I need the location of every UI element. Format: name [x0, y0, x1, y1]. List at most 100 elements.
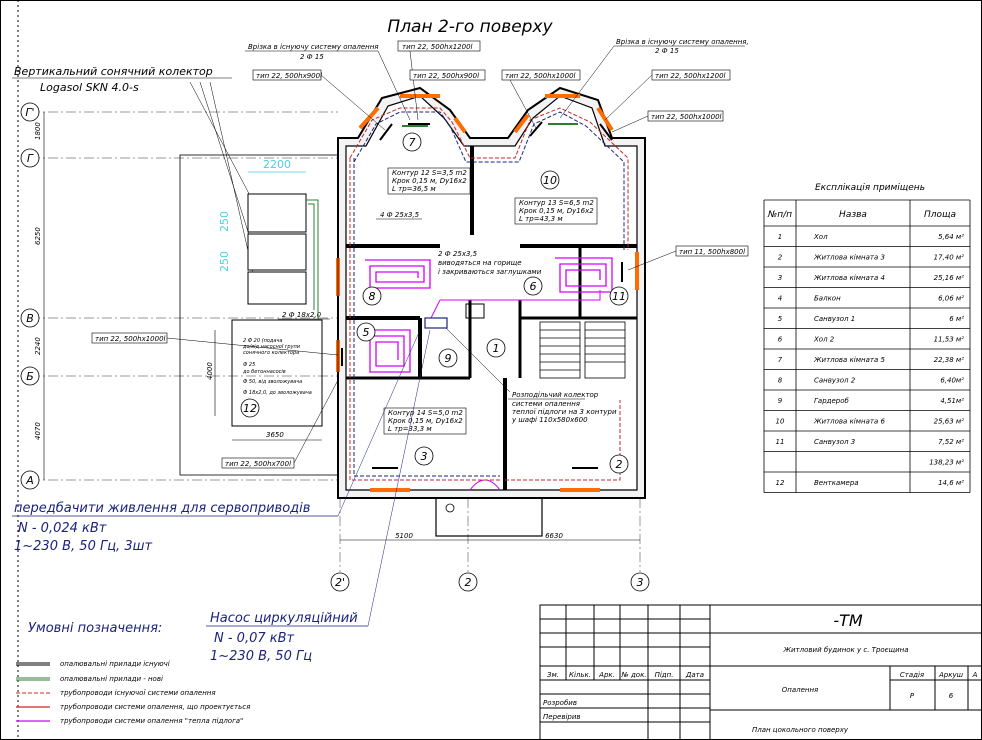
room-markers: 7 10 8 6 11 5 9 1 12 3 2 [240, 132, 629, 474]
explication-cell: 11,53 м² [934, 336, 965, 344]
svg-text:Ф 18x2,0, до зволожувача: Ф 18x2,0, до зволожувача [243, 390, 312, 396]
svg-text:8: 8 [369, 290, 376, 303]
svg-text:Р: Р [910, 692, 915, 700]
svg-text:Кільк.: Кільк. [569, 671, 591, 679]
svg-text:Контур 14 S=5,0 m2: Контур 14 S=5,0 m2 [388, 409, 463, 417]
explication-cell: 3 [778, 274, 782, 282]
svg-text:Дата: Дата [685, 671, 704, 679]
explication-cell: Житлова кімната 6 [813, 418, 885, 426]
explication-cell: Хол [813, 233, 828, 241]
svg-text:трубопроводи існуючої системи: трубопроводи існуючої системи опалення [60, 689, 216, 697]
svg-text:4000: 4000 [206, 362, 214, 380]
svg-text:тип 22, 500hx900l: тип 22, 500hx900l [413, 72, 479, 80]
svg-text:2 Ф 15: 2 Ф 15 [300, 53, 324, 61]
svg-text:трубопроводи системи опалення,: трубопроводи системи опалення, що проект… [60, 703, 250, 711]
svg-text:тип 22, 500hx1000l: тип 22, 500hx1000l [505, 72, 576, 80]
svg-text:3: 3 [421, 450, 428, 463]
svg-text:Аркуш: Аркуш [938, 671, 964, 679]
svg-text:Крок 0,15 м, Dy16x2: Крок 0,15 м, Dy16x2 [388, 417, 463, 425]
explication-cell: 138,23 м² [929, 459, 964, 467]
svg-text:теплої підлоги на 3 контури: теплої підлоги на 3 контури [512, 408, 617, 416]
svg-text:L тр=43,3 м: L тр=43,3 м [519, 215, 563, 223]
underfloor-coils [365, 257, 613, 373]
svg-text:тип 22, 500hx1200l: тип 22, 500hx1200l [655, 72, 726, 80]
explication-cell: Санвузол 1 [814, 315, 855, 323]
svg-text:2: 2 [465, 576, 472, 589]
explication-cell: 6,06 м² [938, 295, 964, 303]
explication-cell: 1 [778, 233, 782, 241]
drawing-title: План 2-го поверху [387, 17, 553, 37]
svg-text:5: 5 [363, 326, 370, 339]
explication-cell: Хол 2 [813, 336, 835, 344]
svg-text:2 Ф 15: 2 Ф 15 [655, 47, 679, 55]
explication-cell: 25,16 м² [934, 274, 965, 282]
svg-text:сонячного колектора: сонячного колектора [243, 350, 299, 356]
explication-cell: 4,51м² [940, 397, 964, 405]
pump-note: Насос циркуляційний N - 0,07 кВт 1~230 В… [206, 329, 431, 664]
svg-text:Вертикальний сонячний колектор: Вертикальний сонячний колектор [14, 65, 213, 78]
svg-text:Зм.: Зм. [547, 671, 559, 679]
svg-text:тип 22, 500hx1000l: тип 22, 500hx1000l [95, 335, 166, 343]
title-block: -ТМ Житловий будинок у с. Троєщина Зм. К… [539, 604, 982, 740]
svg-text:250: 250 [218, 251, 231, 272]
contour-notes: Контур 12 S=3,5 m2 Крок 0,15 м, Dy16x2 L… [383, 167, 598, 435]
svg-text:6: 6 [949, 692, 954, 700]
svg-text:1~230 В, 50 Гц: 1~230 В, 50 Гц [210, 649, 312, 664]
svg-text:12: 12 [243, 402, 257, 415]
explication-cell: 6 м² [949, 315, 964, 323]
svg-text:Врізка в існуючу систему опале: Врізка в існуючу систему опалення [248, 43, 379, 51]
svg-text:системи опалення: системи опалення [512, 400, 580, 408]
svg-text:9: 9 [445, 352, 452, 365]
svg-text:Розробив: Розробив [543, 699, 577, 707]
svg-text:4070: 4070 [34, 422, 42, 440]
svg-text:250: 250 [218, 211, 231, 232]
grid-axes: Г' Г В Б А 1800 6250 2240 4070 5100 6630… [20, 102, 650, 592]
explication-cell: Житлова кімната 5 [813, 356, 885, 364]
explication-cell: 6 [778, 336, 783, 344]
svg-text:2: 2 [616, 458, 623, 471]
collector-cabinet [424, 317, 448, 329]
svg-text:N - 0,024 кВт: N - 0,024 кВт [18, 521, 107, 536]
svg-text:6: 6 [530, 280, 537, 293]
svg-text:5100: 5100 [395, 532, 413, 540]
svg-text:до/від насосної групи: до/від насосної групи [242, 344, 301, 350]
svg-text:Стадія: Стадія [900, 671, 924, 679]
explication-cell: Балкон [814, 295, 841, 303]
tap-labels: Врізка в існуючу систему опалення 2 Ф 15… [245, 38, 749, 121]
explication-cell: 8 [778, 377, 783, 385]
heating-pipes [349, 107, 629, 481]
legend: Умовні позначення: опалювальні прилади і… [16, 621, 250, 725]
explication-cell: Гардероб [814, 397, 850, 405]
svg-text:передбачити живлення для серв: передбачити живлення для сервоприводів [14, 501, 310, 516]
dim-2200: 2200 [263, 158, 291, 171]
svg-text:N - 0,07 кВт: N - 0,07 кВт [214, 631, 295, 646]
svg-text:1: 1 [493, 342, 500, 355]
explication-cell: 10 [776, 418, 785, 426]
explication-cell: 7 [778, 356, 783, 364]
explication-header: Площа [924, 210, 956, 220]
svg-text:3: 3 [637, 576, 644, 589]
svg-text:А: А [972, 671, 978, 679]
explication-cell: 2 [778, 254, 783, 262]
explication-cell: 14,6 м² [938, 479, 964, 487]
explication-cell: 17,40 м² [934, 254, 965, 262]
explication-cell: 9 [778, 397, 783, 405]
explication-cell: 22,38 м² [934, 356, 965, 364]
svg-text:Підп.: Підп. [655, 671, 674, 679]
svg-text:2': 2' [335, 576, 345, 589]
explication-cell: Житлова кімната 4 [813, 274, 885, 282]
svg-text:2 Ф 25x3,5: 2 Ф 25x3,5 [438, 250, 478, 258]
solar-collector-zone: Вертикальний сонячний колектор Logasol S… [12, 65, 339, 476]
svg-text:Контур 13 S=6,5 m2: Контур 13 S=6,5 m2 [519, 199, 594, 207]
svg-text:Перевірив: Перевірив [543, 713, 581, 721]
svg-text:Б: Б [26, 370, 34, 383]
explication-cell: 5 [778, 315, 783, 323]
explication-cell: Житлова кімната 3 [813, 254, 885, 262]
explication-header: №п/п [767, 210, 792, 220]
svg-text:6630: 6630 [545, 532, 563, 540]
svg-text:Крок 0,15 м, Dy16x2: Крок 0,15 м, Dy16x2 [519, 207, 594, 215]
svg-text:опалювальні прилади - нові: опалювальні прилади - нові [60, 675, 163, 683]
svg-text:1~230 В, 50 Гц, 3шт: 1~230 В, 50 Гц, 3шт [14, 539, 152, 554]
